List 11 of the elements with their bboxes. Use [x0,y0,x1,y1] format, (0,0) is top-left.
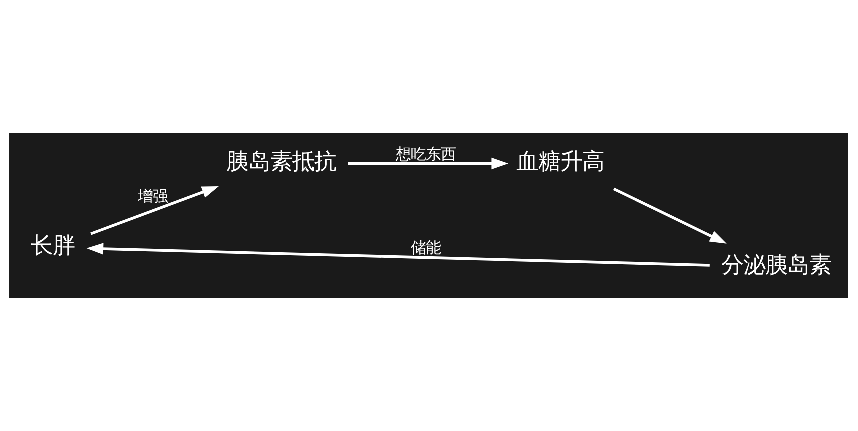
edge-label: 增强 [138,187,168,206]
edge-label: 想吃东西 [396,145,456,164]
node-text: 分泌胰岛素 [721,252,832,279]
edge-label: 储能 [411,238,442,257]
arrow [90,186,219,236]
node-text: 胰岛素抵抗 [226,149,336,176]
arrow [613,188,727,244]
arrow [348,158,509,170]
arrow [86,243,710,267]
node-text: 血糖升高 [516,149,604,176]
node-text: 长胖 [30,232,75,259]
